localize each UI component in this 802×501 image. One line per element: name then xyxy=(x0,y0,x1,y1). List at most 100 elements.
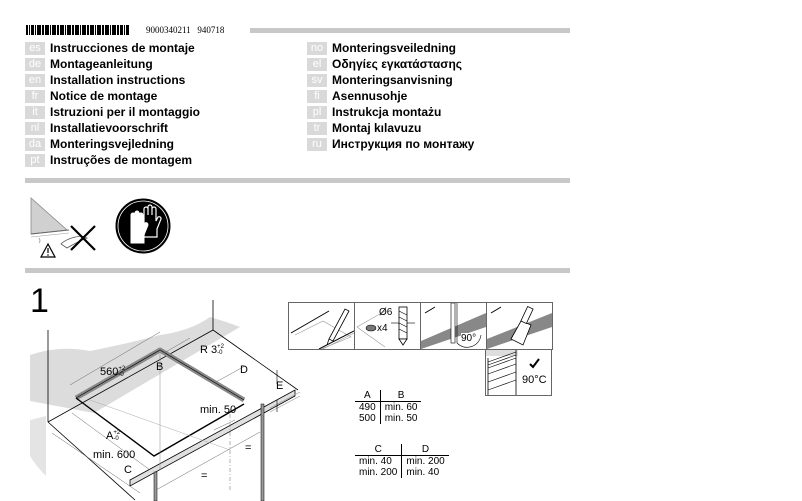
language-code: no xyxy=(307,41,327,55)
equal-mark: = xyxy=(201,470,208,482)
language-item-nl: nl Installatievoorschrift xyxy=(25,120,200,136)
language-title: Installatievoorschrift xyxy=(50,121,169,135)
language-title: Istruzioni per il montaggio xyxy=(50,105,200,119)
language-item-es: es Instrucciones de montaje xyxy=(25,40,200,56)
label-d: D xyxy=(240,364,248,376)
label-e: E xyxy=(276,380,284,392)
hole-count-label: x4 xyxy=(377,323,388,334)
language-item-fr: fr Notice de montage xyxy=(25,88,200,104)
dimension-table-ab: A B 490 min. 60 500 min. 50 xyxy=(355,390,422,424)
language-title: Notice de montage xyxy=(50,89,158,103)
table-header: D xyxy=(401,444,449,456)
language-item-tr: tr Montaj kılavuzu xyxy=(307,120,474,136)
tol-plus: +2 xyxy=(217,344,224,350)
language-code: nl xyxy=(25,121,45,135)
language-title: Инструкция по монтажу xyxy=(332,137,475,151)
heat-resist-label: 90°C xyxy=(522,374,547,386)
table-row: min. 200 min. 40 xyxy=(355,467,449,478)
tol-plus: +2 xyxy=(118,366,126,372)
table-row: 490 min. 60 xyxy=(355,401,422,413)
table-row: 500 min. 50 xyxy=(355,413,422,424)
table-cell: 490 xyxy=(359,402,376,413)
language-item-no: no Monteringsveiledning xyxy=(307,40,474,56)
table-cell: min. 200 xyxy=(359,467,398,478)
min-50-label: min. 50 xyxy=(200,404,237,416)
dimension-depth: A+2-0 xyxy=(106,430,120,442)
language-code: es xyxy=(25,41,45,55)
language-title: Instrucciones de montaje xyxy=(50,41,195,55)
tool-steps-strip: Ø6 x4 90° xyxy=(288,302,553,350)
equal-mark: = xyxy=(245,442,252,454)
table-cell: min. 200 xyxy=(401,455,449,467)
language-code: pl xyxy=(307,105,327,119)
seal-edge-step xyxy=(487,303,552,349)
table-header: C xyxy=(355,444,402,456)
language-code: ru xyxy=(307,137,327,151)
language-list-left: es Instrucciones de montaje de Montageanle… xyxy=(25,40,200,168)
heat-resistant-cabinet-step: 90°C xyxy=(485,350,552,396)
language-item-de: de Montageanleitung xyxy=(25,56,200,72)
language-title: Installation instructions xyxy=(50,73,186,87)
document-number: 9000340211 940718 xyxy=(146,25,224,35)
language-list-right: no Monteringsveiledning el Οδηγίες εγκατάσ… xyxy=(307,40,474,152)
depth-tolerance: +2-0 xyxy=(113,430,120,442)
dimension-table-cd: C D min. 40 min. 200 min. 200 min. 40 xyxy=(355,444,449,478)
language-title: Monteringsanvisning xyxy=(332,73,453,87)
language-item-sv: sv Monteringsanvisning xyxy=(307,72,474,88)
tol-minus: -0 xyxy=(217,350,223,356)
language-title: Οδηγίες εγκατάστασης xyxy=(332,57,463,71)
jigsaw-blade-icon xyxy=(421,303,486,349)
barcode xyxy=(26,25,138,35)
language-title: Monteringsveiledning xyxy=(332,41,457,55)
cabinet-front-icon xyxy=(486,350,540,395)
width-value: 560 xyxy=(100,366,119,378)
brush-icon xyxy=(487,305,552,349)
step-number: 1 xyxy=(30,282,49,320)
language-code: it xyxy=(25,105,45,119)
min-600-label: min. 600 xyxy=(93,449,136,461)
section-divider xyxy=(25,178,570,183)
dimension-width: 560+2-0 xyxy=(100,366,125,378)
language-code: fi xyxy=(307,89,327,103)
tol-minus: -0 xyxy=(113,436,119,442)
cutout-diagram xyxy=(30,300,301,501)
drill-diameter-label: Ø6 xyxy=(379,307,393,318)
saw-cut-step: 90° xyxy=(421,303,487,349)
radius-value: R 3 xyxy=(200,344,218,356)
table-cell: 500 xyxy=(359,413,376,424)
language-item-ru: ru Инструкция по монтажу xyxy=(307,136,474,152)
pencil-icon xyxy=(290,308,354,349)
language-code: de xyxy=(25,57,45,71)
language-code: da xyxy=(25,137,45,151)
language-title: Asennusohje xyxy=(332,89,408,103)
dimension-radius: R 3+2-0 xyxy=(200,344,224,356)
table-cell: min. 50 xyxy=(379,413,422,424)
language-code: pt xyxy=(25,153,45,167)
language-code: el xyxy=(307,57,327,71)
language-code: sv xyxy=(307,73,327,87)
radius-tolerance: +2-0 xyxy=(217,344,224,356)
table-row: min. 40 min. 200 xyxy=(355,455,449,467)
label-b: B xyxy=(156,361,164,373)
label-c: C xyxy=(124,464,132,476)
checkmark-icon xyxy=(529,358,540,369)
wear-gloves-icon xyxy=(115,198,171,254)
language-code: fr xyxy=(25,89,45,103)
table-cell: min. 40 xyxy=(401,467,449,478)
language-item-fi: fi Asennusohje xyxy=(307,88,474,104)
table-cell: min. 60 xyxy=(379,401,422,413)
language-title: Montaj kılavuzu xyxy=(332,121,422,135)
language-code: tr xyxy=(307,121,327,135)
language-title: Montageanleitung xyxy=(50,57,153,71)
mark-cutout-step xyxy=(289,303,355,349)
doc-code: 940718 xyxy=(197,25,225,35)
barcode-number: 9000340211 xyxy=(146,25,191,35)
drill-holes-step: Ø6 x4 xyxy=(355,303,421,349)
table-header: B xyxy=(379,390,422,402)
section-divider xyxy=(25,268,570,273)
language-title: Instruções de montagem xyxy=(50,153,193,167)
header-divider xyxy=(250,28,570,33)
